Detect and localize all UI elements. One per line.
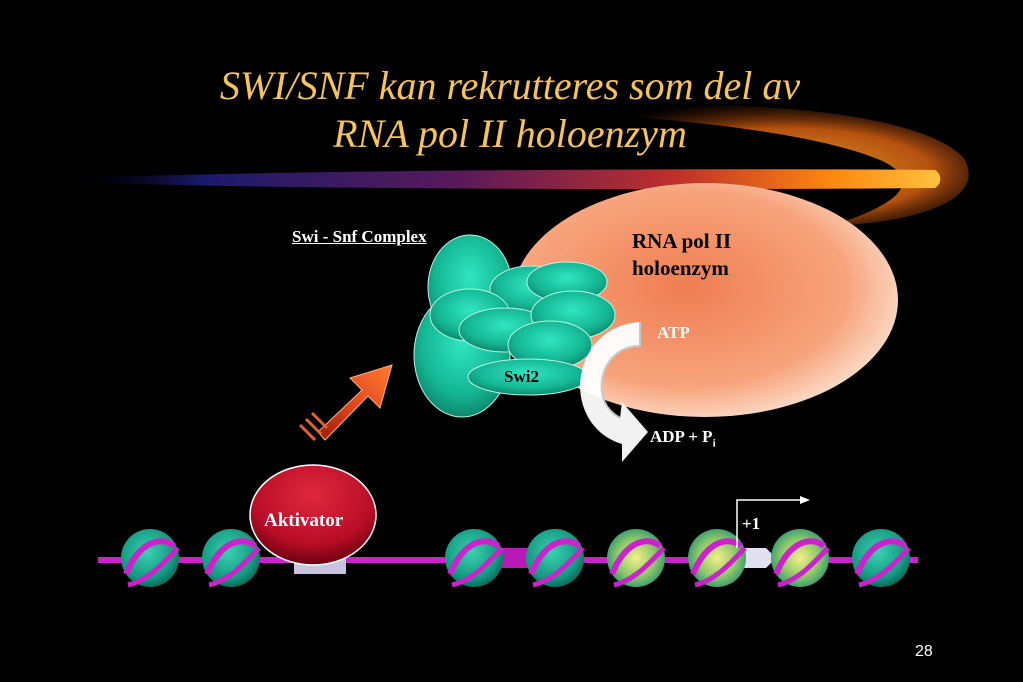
nucleosome-remodeled: [607, 529, 666, 588]
swi-snf-complex-label: Swi - Snf Complex: [292, 227, 427, 246]
nucleosomes: [121, 529, 911, 588]
atp-label: ATP: [657, 323, 690, 342]
atp-hydrolysis-arrow: [580, 322, 648, 462]
adp-label: ADP + Pi: [650, 427, 716, 449]
nucleosome: [445, 529, 504, 588]
slide-title: SWI/SNF kan rekrutteres som del av RNA p…: [60, 62, 960, 158]
aktivator: [249, 464, 377, 566]
transcription-start-label: +1: [742, 514, 761, 533]
nucleosome-remodeled: [688, 529, 747, 588]
page-number: 28: [915, 643, 933, 660]
nucleosome-remodeled: [771, 529, 830, 588]
aktivator-label: Aktivator: [264, 510, 344, 531]
swi2-label: Swi2: [504, 367, 539, 386]
title-line-1: SWI/SNF kan rekrutteres som del av: [219, 63, 801, 108]
adp-label-main: ADP + P: [650, 427, 713, 446]
nucleosome: [852, 529, 911, 588]
recruitment-arrow: [298, 364, 393, 442]
rna-pol-label: RNA pol II holoenzym: [632, 228, 731, 282]
nucleosome: [202, 529, 261, 588]
transcription-start-arrow: [736, 496, 810, 548]
promoter-element: [740, 548, 776, 568]
nucleosome: [121, 529, 180, 588]
nucleosome: [526, 529, 585, 588]
rna-pol-label-line-2: holoenzym: [632, 256, 729, 280]
rna-pol-label-line-1: RNA pol II: [632, 229, 732, 253]
title-line-2: RNA pol II holoenzym: [333, 111, 687, 156]
swi-snf-complex: [413, 234, 616, 418]
adp-label-sub: i: [712, 437, 716, 450]
